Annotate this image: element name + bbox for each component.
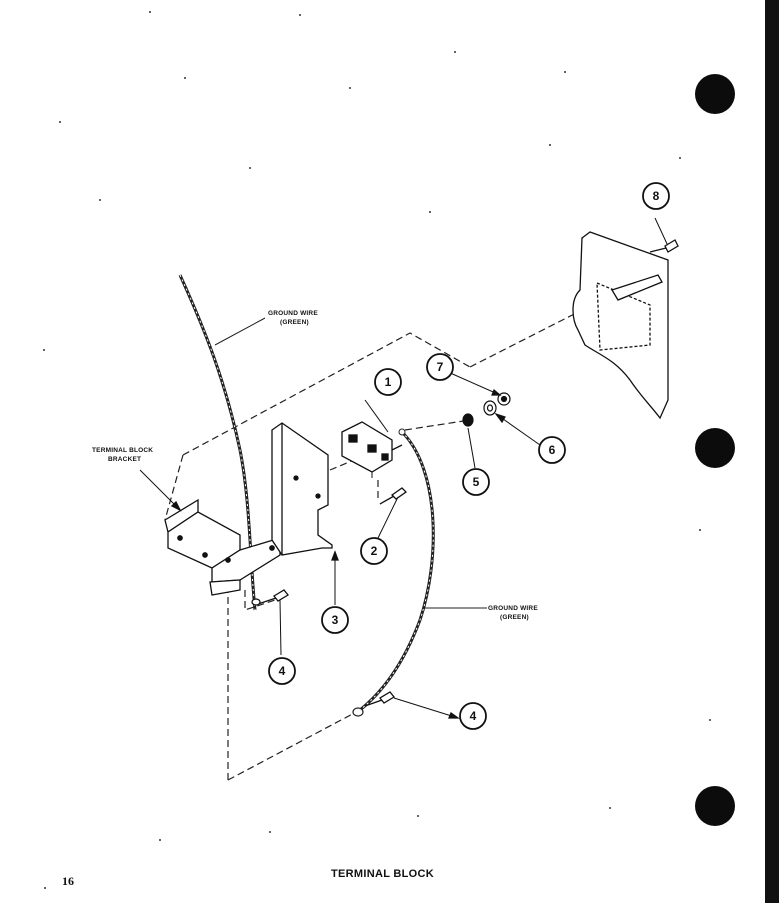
callout-2: 2: [360, 537, 388, 565]
punch-hole-top: [695, 74, 735, 114]
punch-hole-bottom: [695, 786, 735, 826]
label-terminal-block-bracket: TERMINAL BLOCK BRACKET: [92, 447, 153, 463]
callout-5: 5: [462, 468, 490, 496]
svg-text:7: 7: [437, 360, 444, 374]
callout-7: 7: [426, 353, 454, 381]
svg-text:1: 1: [385, 375, 392, 389]
nut-item-5: [462, 413, 476, 469]
nut-item-7: [447, 371, 511, 406]
callout-8: 8: [642, 182, 670, 210]
page-title: TERMINAL BLOCK: [331, 868, 434, 880]
punch-hole-middle: [695, 428, 735, 468]
label-ground-wire-bottom: GROUND WIRE (GREEN): [488, 605, 538, 621]
svg-text:(GREEN): (GREEN): [500, 614, 529, 621]
svg-text:2: 2: [371, 544, 378, 558]
callout-1: 1: [374, 368, 402, 396]
ground-wire-lower: [352, 428, 487, 717]
terminal-block-bracket: [139, 469, 281, 596]
callout-4-right: 4: [459, 702, 487, 730]
screw-item-2: [377, 487, 408, 539]
screw-item-4-left: [251, 589, 289, 656]
scan-specks: [43, 11, 711, 889]
callout-3: 3: [321, 606, 349, 634]
svg-text:GROUND WIRE: GROUND WIRE: [268, 310, 318, 317]
scan-edge-strip: [765, 0, 779, 903]
svg-text:3: 3: [332, 613, 339, 627]
svg-text:GROUND WIRE: GROUND WIRE: [488, 605, 538, 612]
svg-text:(GREEN): (GREEN): [280, 319, 309, 326]
label-ground-wire-top: GROUND WIRE (GREEN): [268, 310, 318, 326]
mounting-plate: [271, 422, 339, 605]
assembly-dashed-lines: [164, 304, 593, 781]
svg-text:TERMINAL BLOCK: TERMINAL BLOCK: [92, 447, 153, 454]
washer-item-6: [483, 400, 541, 446]
svg-text:5: 5: [473, 475, 480, 489]
svg-text:BRACKET: BRACKET: [108, 456, 141, 463]
page-number: 16: [62, 874, 74, 888]
svg-text:6: 6: [549, 443, 556, 457]
svg-text:4: 4: [470, 709, 477, 723]
svg-text:4: 4: [279, 664, 286, 678]
terminal-block: [341, 399, 403, 478]
callout-4-left: 4: [268, 657, 296, 685]
svg-text:8: 8: [653, 189, 660, 203]
screw-item-4-right: [364, 691, 461, 719]
cabinet-panel: [572, 217, 679, 420]
callout-6: 6: [538, 436, 566, 464]
